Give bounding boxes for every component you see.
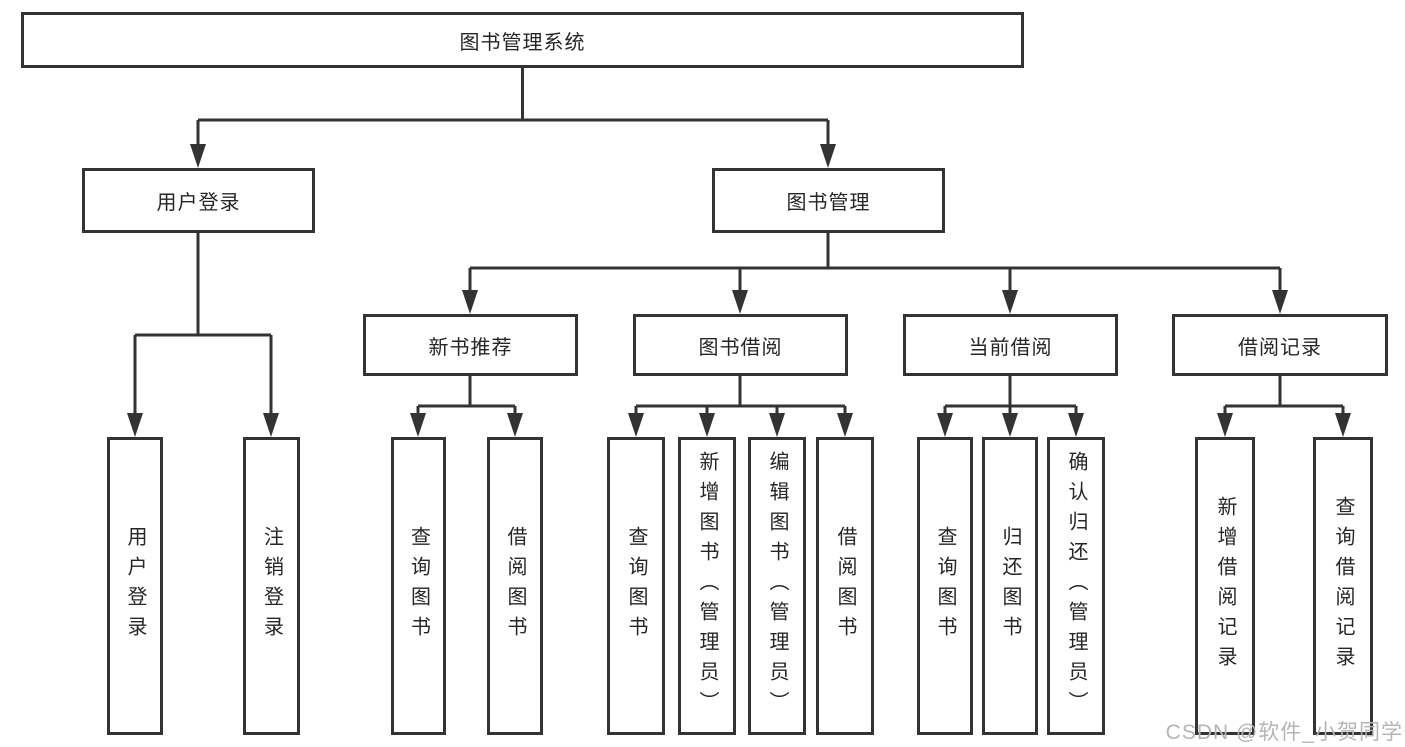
node-root-library-system: 图书管理系统 — [21, 12, 1024, 68]
arrow-head-icon — [507, 413, 523, 437]
arrow-head-icon — [820, 144, 836, 168]
leaf-borrow-books-recommend: 借阅图书 — [487, 437, 543, 735]
arrow-head-icon — [1272, 290, 1288, 314]
arrow-head-icon — [628, 413, 644, 437]
arrow-head-icon — [410, 413, 426, 437]
arrow-head-icon — [263, 413, 279, 437]
connector-lines — [133, 68, 1345, 417]
leaf-add-books-admin: 新增图书（管理员） — [678, 437, 736, 735]
node-current-borrowing: 当前借阅 — [903, 314, 1118, 376]
arrow-head-icon — [190, 144, 206, 168]
leaf-add-borrow-record: 新增借阅记录 — [1195, 437, 1255, 735]
node-book-management: 图书管理 — [712, 168, 945, 233]
node-book-borrowing: 图书借阅 — [633, 314, 848, 376]
arrow-heads — [127, 144, 1351, 437]
leaf-user-login: 用户登录 — [107, 437, 163, 735]
arrow-head-icon — [1002, 413, 1018, 437]
arrow-head-icon — [127, 413, 143, 437]
arrow-head-icon — [1335, 413, 1351, 437]
node-user-login: 用户登录 — [82, 168, 315, 233]
arrow-head-icon — [1002, 290, 1018, 314]
leaf-confirm-return-admin: 确认归还（管理员） — [1047, 437, 1105, 735]
node-new-book-recommend: 新书推荐 — [363, 314, 578, 376]
arrow-head-icon — [462, 290, 478, 314]
arrow-head-icon — [699, 413, 715, 437]
arrow-head-icon — [837, 413, 853, 437]
arrow-head-icon — [937, 413, 953, 437]
leaf-logout: 注销登录 — [243, 437, 300, 735]
leaf-query-books-current: 查询图书 — [917, 437, 973, 735]
leaf-query-books-recommend: 查询图书 — [391, 437, 446, 735]
arrow-head-icon — [769, 413, 785, 437]
arrow-head-icon — [1068, 413, 1084, 437]
leaf-return-books: 归还图书 — [982, 437, 1038, 735]
arrow-head-icon — [732, 290, 748, 314]
csdn-watermark: CSDN @软件_小贺同学 — [1165, 721, 1403, 744]
node-borrowing-records: 借阅记录 — [1172, 314, 1388, 376]
leaf-borrow-books-borrowing: 借阅图书 — [816, 437, 874, 735]
leaf-query-books-borrowing: 查询图书 — [607, 437, 665, 735]
leaf-query-borrow-record: 查询借阅记录 — [1313, 437, 1373, 735]
leaf-edit-books-admin: 编辑图书（管理员） — [748, 437, 806, 735]
arrow-head-icon — [1217, 413, 1233, 437]
